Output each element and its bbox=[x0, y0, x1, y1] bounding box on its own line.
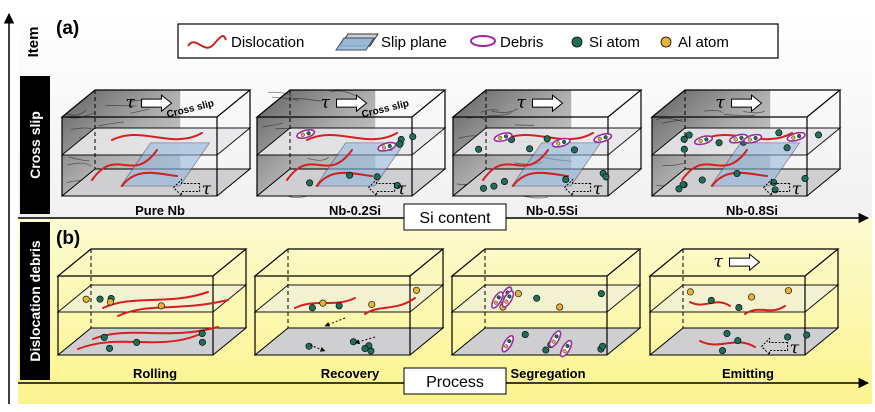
row-b-item-label: Segregation bbox=[510, 366, 585, 381]
tau-symbol: τ bbox=[321, 93, 331, 113]
si-atom bbox=[716, 140, 722, 146]
si-atom bbox=[199, 330, 205, 336]
si-atom bbox=[362, 345, 368, 351]
tau-symbol: τ bbox=[714, 252, 724, 272]
panel-label-a: (a) bbox=[56, 18, 79, 39]
si-atom bbox=[736, 304, 742, 310]
si-atom bbox=[571, 147, 577, 153]
si-atom bbox=[686, 132, 692, 138]
si-atom bbox=[336, 303, 342, 309]
al-atom bbox=[413, 287, 419, 293]
al-atom bbox=[320, 300, 326, 306]
si-atom bbox=[603, 174, 609, 180]
tau-symbol: τ bbox=[517, 93, 527, 113]
si-content-label: Si content bbox=[419, 210, 491, 227]
lower-plane bbox=[650, 328, 838, 355]
al-atom bbox=[83, 296, 89, 302]
si-atom bbox=[134, 339, 140, 345]
tau-symbol: τ bbox=[126, 93, 136, 113]
row-a-item-label: Nb-0.8Si bbox=[726, 203, 778, 218]
si-atom bbox=[598, 290, 604, 296]
al-atom bbox=[785, 287, 791, 293]
si-atom bbox=[306, 343, 312, 349]
si-atom bbox=[97, 296, 103, 302]
legend: Dislocation Slip plane Debris Si atom Al… bbox=[178, 24, 778, 58]
panel-label-b: (b) bbox=[56, 228, 80, 249]
si-atom bbox=[803, 332, 809, 338]
row-b-label: Dislocation debris bbox=[27, 240, 43, 362]
row-a-item-label: Nb-0.5Si bbox=[526, 203, 578, 218]
tau-symbol: τ bbox=[790, 339, 800, 359]
si-atom bbox=[491, 183, 497, 189]
si-atom bbox=[815, 132, 821, 138]
si-atom bbox=[101, 334, 107, 340]
tau-symbol: τ bbox=[202, 180, 212, 200]
middle-plane bbox=[650, 285, 838, 312]
item-header: Item bbox=[25, 27, 42, 58]
si-atom bbox=[776, 130, 782, 136]
legend-dislocation-label: Dislocation bbox=[231, 34, 304, 51]
row-b-item-label: Emitting bbox=[722, 366, 774, 381]
al-atom bbox=[158, 303, 164, 309]
row-b-item-label: Rolling bbox=[133, 366, 177, 381]
si-atom bbox=[306, 180, 312, 186]
row-a-item-label: Nb-0.2Si bbox=[329, 203, 381, 218]
si-atom bbox=[309, 305, 315, 311]
si-atom bbox=[480, 185, 486, 191]
legend-debris-label: Debris bbox=[500, 34, 543, 51]
si-atom bbox=[501, 178, 507, 184]
si-atom bbox=[533, 295, 539, 301]
tau-symbol: τ bbox=[593, 180, 603, 200]
si-atom bbox=[735, 337, 741, 343]
si-atom bbox=[802, 175, 808, 181]
si-atom bbox=[544, 136, 550, 142]
si-atom bbox=[681, 146, 687, 152]
si-atom bbox=[522, 331, 528, 337]
si-atom bbox=[475, 146, 481, 152]
tau-symbol: τ bbox=[716, 93, 726, 113]
si-atom bbox=[346, 172, 352, 178]
legend-si-atom-label: Si atom bbox=[589, 34, 640, 51]
si-atom bbox=[708, 297, 714, 303]
process-label: Process bbox=[426, 374, 484, 391]
si-atom bbox=[719, 347, 725, 353]
tau-symbol: τ bbox=[792, 180, 802, 200]
si-atom bbox=[350, 339, 356, 345]
al-atom bbox=[748, 294, 754, 300]
si-atom bbox=[784, 145, 790, 151]
si-atom bbox=[563, 176, 569, 182]
legend-si-atom-swatch bbox=[572, 37, 582, 47]
row-a-item-label: Pure Nb bbox=[135, 203, 185, 218]
row-a-label: Cross slip bbox=[27, 111, 43, 179]
si-atom bbox=[599, 343, 605, 349]
si-atom bbox=[699, 177, 705, 183]
tau-symbol: τ bbox=[397, 180, 407, 200]
si-atom bbox=[772, 187, 778, 193]
si-atom bbox=[410, 133, 416, 139]
row-b-item-label: Recovery bbox=[321, 366, 380, 381]
si-atom bbox=[526, 146, 532, 152]
al-atom bbox=[515, 290, 521, 296]
si-atom bbox=[106, 345, 112, 351]
legend-al-atom-label: Al atom bbox=[678, 34, 729, 51]
si-atom bbox=[396, 141, 402, 147]
al-atom bbox=[557, 304, 563, 310]
legend-slip-plane-label: Slip plane bbox=[381, 34, 447, 51]
al-atom bbox=[369, 301, 375, 307]
si-atom bbox=[199, 339, 205, 345]
legend-al-atom-swatch bbox=[661, 37, 671, 47]
si-atom bbox=[734, 170, 740, 176]
al-atom bbox=[687, 289, 693, 295]
legend-debris-swatch bbox=[471, 36, 495, 46]
middle-plane bbox=[452, 285, 640, 312]
si-atom bbox=[543, 347, 549, 353]
al-atom bbox=[107, 299, 113, 305]
si-atom bbox=[724, 330, 730, 336]
si-atom bbox=[680, 181, 686, 187]
lower-plane bbox=[255, 328, 443, 355]
